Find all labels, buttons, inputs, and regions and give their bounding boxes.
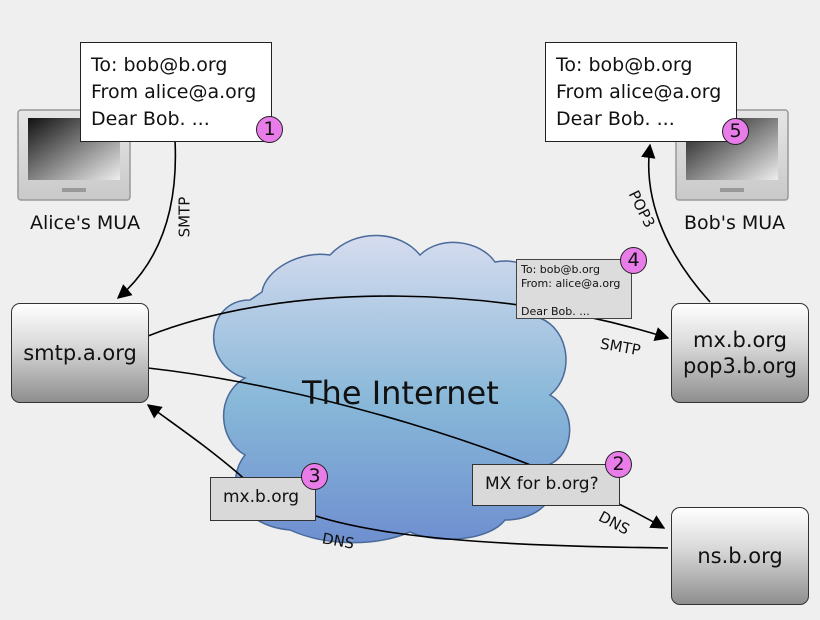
message-card-transit: To: bob@b.org From: alice@a.org Dear Bob… (516, 259, 632, 319)
message-card-alice: To: bob@b.org From alice@a.org Dear Bob.… (80, 42, 272, 142)
message-to: To: bob@b.org (91, 54, 228, 76)
step-badge-3: 3 (301, 463, 328, 490)
smtp-server-label: smtp.a.org (23, 341, 137, 365)
step-badge-5: 5 (722, 118, 749, 145)
step-badge-1: 1 (256, 116, 283, 143)
mx-answer-box: mx.b.org (210, 477, 316, 521)
message-body: Dear Bob. ... (521, 305, 590, 318)
message-card-bob: To: bob@b.org From alice@a.org Dear Bob.… (545, 42, 737, 142)
mx-server-node: mx.b.org pop3.b.org (671, 303, 809, 403)
pop3-server-label: pop3.b.org (683, 354, 797, 378)
mx-query-box: MX for b.org? (472, 464, 620, 506)
mx-answer-label: mx.b.org (223, 487, 300, 507)
smtp-submit-arrow (116, 139, 177, 299)
message-to: To: bob@b.org (556, 54, 693, 76)
protocol-label-smtp-submit: SMTP (175, 196, 194, 238)
step-badge-2: 2 (605, 451, 632, 478)
mx-server-label: mx.b.org (692, 328, 787, 352)
alice-mua-label: Alice's MUA (30, 212, 141, 234)
bob-mua-label: Bob's MUA (684, 212, 786, 234)
step-badge-4: 4 (620, 247, 647, 274)
message-to: To: bob@b.org (521, 263, 600, 276)
pop3-retrieve-arrow (641, 143, 711, 303)
mx-query-label: MX for b.org? (485, 474, 599, 494)
ns-server-label: ns.b.org (697, 544, 783, 568)
message-from: From: alice@a.org (521, 277, 621, 290)
message-from: From alice@a.org (91, 81, 257, 103)
message-body: Dear Bob. ... (91, 108, 210, 130)
message-from: From alice@a.org (556, 81, 722, 103)
ns-server-node: ns.b.org (671, 507, 809, 605)
smtp-server-node: smtp.a.org (11, 303, 149, 403)
internet-label: The Internet (302, 374, 499, 412)
message-body: Dear Bob. ... (556, 108, 675, 130)
